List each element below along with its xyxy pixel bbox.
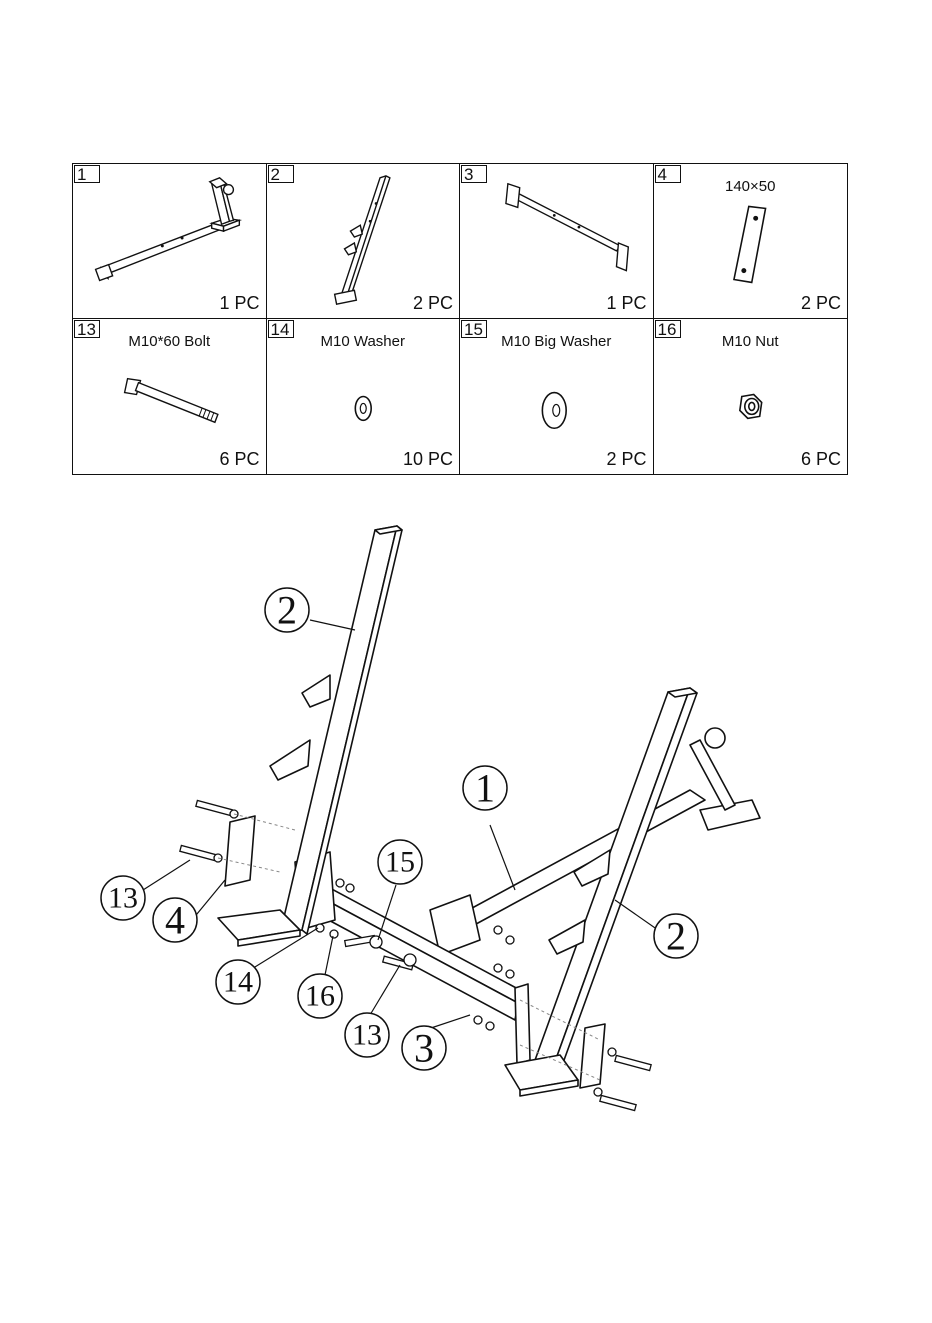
- part-quantity: 2 PC: [606, 449, 646, 470]
- part-quantity: 6 PC: [801, 449, 841, 470]
- callout-label: 15: [385, 846, 415, 879]
- part-quantity: 2 PC: [413, 293, 453, 314]
- callout-label: 2: [277, 588, 297, 633]
- callout-label: 4: [165, 898, 185, 943]
- callout-label: 13: [108, 882, 138, 915]
- callout-label: 3: [414, 1026, 434, 1071]
- parts-list-table: 1 1 PC 2: [72, 163, 848, 475]
- part-quantity: 2 PC: [801, 293, 841, 314]
- part-cell-15: 15 M10 Big Washer 2 PC: [460, 319, 654, 474]
- part-quantity: 6 PC: [219, 449, 259, 470]
- part-quantity: 10 PC: [403, 449, 453, 470]
- callout-label: 16: [305, 980, 335, 1013]
- part-cell-3: 3 1 PC: [460, 164, 654, 319]
- part-cell-1: 1 1 PC: [73, 164, 267, 319]
- right-plate-4: [580, 1024, 605, 1088]
- part-cell-14: 14 M10 Washer 10 PC: [267, 319, 461, 474]
- callout-label: 2: [666, 914, 686, 959]
- assembly-diagram: 2 1 15 2 13 4 14 16 13 3: [0, 500, 932, 1140]
- right-post-side: [552, 688, 697, 1074]
- callout-label: 1: [475, 766, 495, 811]
- part-cell-13: 13 M10*60 Bolt 6 PC: [73, 319, 267, 474]
- callout-label: 13: [352, 1019, 382, 1052]
- left-hook-lower: [270, 740, 310, 780]
- part-quantity: 1 PC: [219, 293, 259, 314]
- part-quantity: 1 PC: [606, 293, 646, 314]
- left-post-front: [280, 526, 397, 934]
- knob: [705, 728, 725, 748]
- base-tube: [450, 790, 705, 930]
- left-plate-4: [225, 816, 255, 886]
- part-cell-4: 4 140×50 2 PC: [654, 164, 848, 319]
- left-hook-upper: [302, 675, 330, 707]
- callout-label: 14: [223, 966, 253, 999]
- cross-bar-end-plate-right: [515, 984, 530, 1064]
- part-cell-16: 16 M10 Nut 6 PC: [654, 319, 848, 474]
- part-cell-2: 2 2 PC: [267, 164, 461, 319]
